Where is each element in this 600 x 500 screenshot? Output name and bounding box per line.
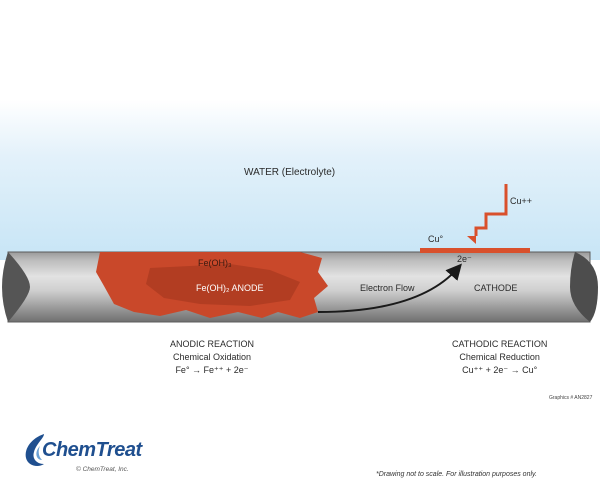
cathodic-subtitle: Chemical Reduction: [459, 352, 540, 362]
cu-ion-path: [474, 184, 508, 236]
chemtreat-logo: ChemTreat © ChemTreat, Inc.: [22, 428, 152, 478]
cu-ion-arrowhead-icon: [467, 236, 476, 244]
cathodic-equation: Cu⁺⁺ + 2e⁻ → Cu°: [462, 365, 538, 375]
cathode-label: CATHODE: [474, 283, 518, 293]
electron-label: 2e⁻: [457, 254, 472, 264]
water-region: [0, 100, 600, 260]
feoh3-label: Fe(OH)₃: [198, 258, 232, 268]
electron-flow-arrow: [317, 263, 462, 313]
electron-flow-label: Electron Flow: [360, 283, 415, 293]
anodic-reaction-block: ANODIC REACTION Chemical Oxidation Fe° →…: [170, 338, 254, 377]
anodic-subtitle: Chemical Oxidation: [172, 352, 252, 362]
logo-wordmark: ChemTreat: [42, 439, 142, 461]
disclaimer-note: *Drawing not to scale. For illustration …: [376, 471, 537, 478]
anodic-equation: Fe° → Fe⁺⁺ + 2e⁻: [175, 365, 249, 375]
cathodic-title: CATHODIC REACTION: [452, 339, 548, 349]
copper-deposit: [420, 248, 530, 253]
feoh2-anode-label: Fe(OH)₂ ANODE: [196, 283, 264, 293]
cathodic-reaction-block: CATHODIC REACTION Chemical Reduction Cu⁺…: [452, 338, 547, 377]
cu-metal-label: Cu°: [428, 234, 444, 244]
rust-inner: [146, 264, 300, 306]
graphic-id: Graphics # AN2827: [549, 395, 593, 401]
logo-copyright: © ChemTreat, Inc.: [76, 466, 129, 473]
logo-drop-icon: [25, 434, 44, 466]
pipe-right-end: [570, 252, 598, 322]
cu-ion-label: Cu++: [510, 196, 533, 206]
water-label: WATER (Electrolyte): [244, 167, 336, 178]
anodic-title: ANODIC REACTION: [170, 339, 255, 349]
pipe-left-end: [2, 252, 30, 322]
